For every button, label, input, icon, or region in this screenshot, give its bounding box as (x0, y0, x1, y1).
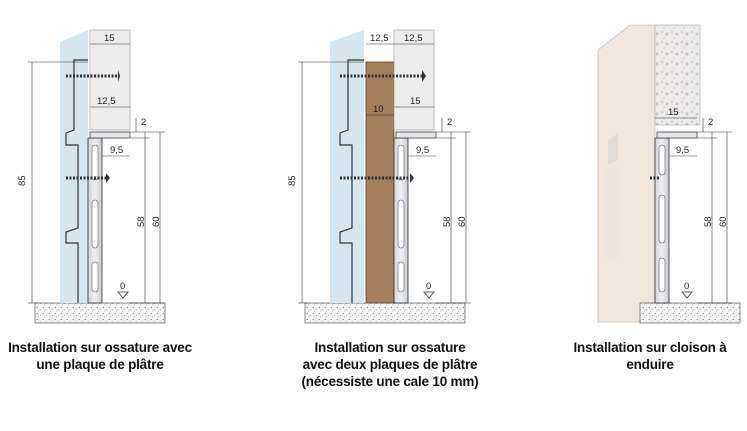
profile-lip (656, 131, 698, 139)
drywall-upper (393, 29, 435, 131)
floor-level-icon (117, 291, 129, 299)
floor-slab (34, 302, 166, 324)
dim-85: 85 (287, 175, 298, 186)
dim-58: 58 (136, 216, 147, 227)
dim-60: 60 (718, 216, 729, 227)
caption-line: Installation sur cloison à (573, 340, 727, 355)
profile-lip (395, 131, 437, 139)
wall-section (60, 30, 88, 303)
floor-level-icon (681, 291, 693, 299)
dim-15: 15 (410, 96, 421, 107)
metal-stud (339, 59, 364, 303)
dim-15: 15 (668, 107, 679, 118)
profile-slot (397, 144, 405, 181)
caption-line: enduire (626, 357, 674, 372)
floor-level-icon (423, 291, 435, 299)
dim-2: 2 (708, 117, 713, 128)
dim-10: 10 (373, 104, 384, 115)
dim-2: 2 (447, 117, 452, 128)
profile-slot (397, 199, 405, 249)
floor-slab (639, 302, 741, 324)
caption-figure-3: Installation sur cloison à enduire (560, 339, 740, 373)
figure-2-drawing: 12,5 12,5 10 15 2 9,5 85 58 60 0 (287, 29, 471, 324)
screw-icon (66, 70, 120, 82)
profile-lip (89, 131, 131, 139)
dim-2: 2 (141, 117, 146, 128)
figure-1-drawing: 15 12,5 2 9,5 85 58 60 0 (17, 29, 166, 324)
profile-slot (658, 194, 666, 244)
figure-3-drawing: 15 2 9,5 58 60 0 (597, 24, 741, 324)
caption-figure-1: Installation sur ossature avec une plaqu… (0, 339, 200, 373)
caption-line: une plaque de plâtre (36, 357, 164, 372)
wall-section (330, 30, 364, 303)
profile-slot (91, 261, 99, 293)
dim-15: 15 (104, 33, 115, 44)
dim-9-5: 9,5 (416, 145, 429, 156)
caption-figure-2: Installation sur ossature avec deux plaq… (290, 339, 490, 390)
dim-9-5: 9,5 (110, 145, 123, 156)
dim-0: 0 (120, 281, 125, 292)
screw-icon (340, 70, 426, 82)
caption-line: Installation sur ossature avec (8, 340, 192, 355)
dim-0: 0 (426, 281, 431, 292)
dim-0: 0 (684, 281, 689, 292)
floor-slab (304, 302, 466, 324)
dim-12-5-shim: 12,5 (370, 33, 389, 44)
dim-60: 60 (457, 216, 468, 227)
profile-slot (397, 261, 405, 293)
profile-slot (658, 257, 666, 293)
drywall-upper (89, 29, 131, 131)
caption-line: avec deux plaques de plâtre (302, 357, 478, 372)
metal-stud (65, 59, 88, 303)
dim-58: 58 (442, 216, 453, 227)
screw-icon (340, 173, 414, 183)
dim-12-5-board: 12,5 (404, 33, 423, 44)
dim-12-5: 12,5 (97, 96, 116, 107)
profile-slot (658, 144, 666, 176)
dim-60: 60 (151, 216, 162, 227)
profile-slot (91, 144, 99, 181)
dim-9-5: 9,5 (676, 145, 689, 156)
caption-line: Installation sur ossature (314, 340, 466, 355)
dim-85: 85 (17, 175, 28, 186)
dim-58: 58 (703, 216, 714, 227)
screw-icon (66, 173, 110, 183)
caption-line: (nécessiste une cale 10 mm) (301, 374, 479, 389)
wooden-shim (365, 61, 395, 304)
profile-slot (91, 199, 99, 249)
masonry-block (654, 24, 701, 126)
